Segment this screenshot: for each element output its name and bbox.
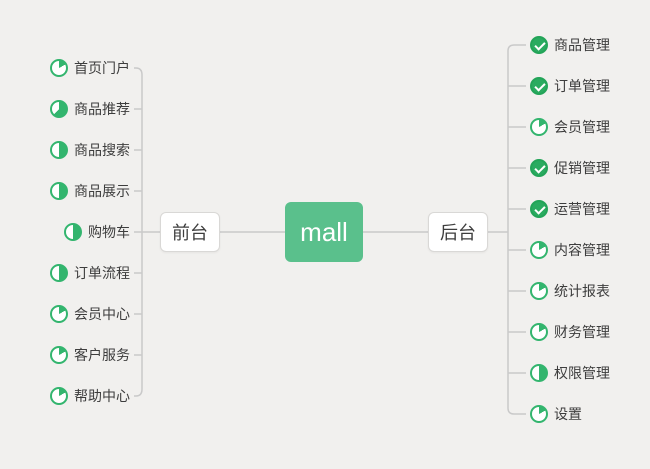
node-label: 订单流程	[74, 265, 130, 281]
mindmap-node[interactable]: 商品管理	[530, 34, 610, 56]
progress-pie-icon	[530, 282, 548, 300]
mindmap-node[interactable]: 促销管理	[530, 157, 610, 179]
progress-pie-icon	[50, 59, 68, 77]
node-label: 促销管理	[554, 160, 610, 176]
progress-pie-icon	[50, 387, 68, 405]
progress-pie-icon	[50, 182, 68, 200]
node-label: 商品管理	[554, 37, 610, 53]
progress-pie-icon	[530, 405, 548, 423]
node-label: 订单管理	[554, 78, 610, 94]
mindmap-node[interactable]: 财务管理	[530, 321, 610, 343]
mindmap-node[interactable]: 权限管理	[530, 362, 610, 384]
progress-pie-icon	[50, 305, 68, 323]
mindmap-node[interactable]: 商品搜索	[50, 139, 130, 161]
check-circle-icon	[530, 159, 548, 177]
node-label: 财务管理	[554, 324, 610, 340]
mindmap-node[interactable]: 设置	[530, 403, 582, 425]
mindmap-node[interactable]: 商品展示	[50, 180, 130, 202]
mindmap-node[interactable]: 首页门户	[50, 57, 130, 79]
node-label: 统计报表	[554, 283, 610, 299]
progress-pie-icon	[530, 118, 548, 136]
mindmap-node[interactable]: 运营管理	[530, 198, 610, 220]
front-branch-node[interactable]: 前台	[160, 212, 220, 252]
check-circle-icon	[530, 36, 548, 54]
check-circle-icon	[530, 77, 548, 95]
check-circle-icon	[530, 200, 548, 218]
node-label: 客户服务	[74, 347, 130, 363]
progress-pie-icon	[50, 141, 68, 159]
root-node[interactable]: mall	[285, 202, 363, 262]
node-label: 内容管理	[554, 242, 610, 258]
mindmap-node[interactable]: 购物车	[64, 221, 130, 243]
right-branch-stubs	[508, 85, 526, 374]
progress-pie-icon	[50, 100, 68, 118]
progress-pie-icon	[50, 346, 68, 364]
mindmap-node[interactable]: 订单流程	[50, 262, 130, 284]
node-label: 首页门户	[74, 60, 130, 76]
mindmap-node[interactable]: 内容管理	[530, 239, 610, 261]
progress-pie-icon	[64, 223, 82, 241]
left-branch-stubs	[134, 108, 142, 356]
node-label: 商品搜索	[74, 142, 130, 158]
root-label: mall	[300, 216, 348, 247]
node-label: 运营管理	[554, 201, 610, 217]
node-label: 帮助中心	[74, 388, 130, 404]
node-label: 商品展示	[74, 183, 130, 199]
left-branch-trunk	[134, 67, 143, 397]
mindmap-node[interactable]: 订单管理	[530, 75, 610, 97]
progress-pie-icon	[530, 364, 548, 382]
back-branch-node[interactable]: 后台	[428, 212, 488, 252]
node-label: 商品推荐	[74, 101, 130, 117]
node-label: 会员中心	[74, 306, 130, 322]
progress-pie-icon	[530, 241, 548, 259]
branch-label: 后台	[440, 223, 476, 243]
node-label: 设置	[554, 406, 582, 422]
branch-label: 前台	[172, 223, 208, 243]
mindmap-node[interactable]: 客户服务	[50, 344, 130, 366]
mindmap-node[interactable]: 会员中心	[50, 303, 130, 325]
node-label: 购物车	[88, 224, 130, 240]
progress-pie-icon	[530, 323, 548, 341]
node-label: 会员管理	[554, 119, 610, 135]
mindmap-node[interactable]: 商品推荐	[50, 98, 130, 120]
right-branch-trunk	[507, 44, 526, 415]
progress-pie-icon	[50, 264, 68, 282]
node-label: 权限管理	[554, 365, 610, 381]
mindmap-node[interactable]: 会员管理	[530, 116, 610, 138]
mindmap-node[interactable]: 帮助中心	[50, 385, 130, 407]
mindmap-node[interactable]: 统计报表	[530, 280, 610, 302]
